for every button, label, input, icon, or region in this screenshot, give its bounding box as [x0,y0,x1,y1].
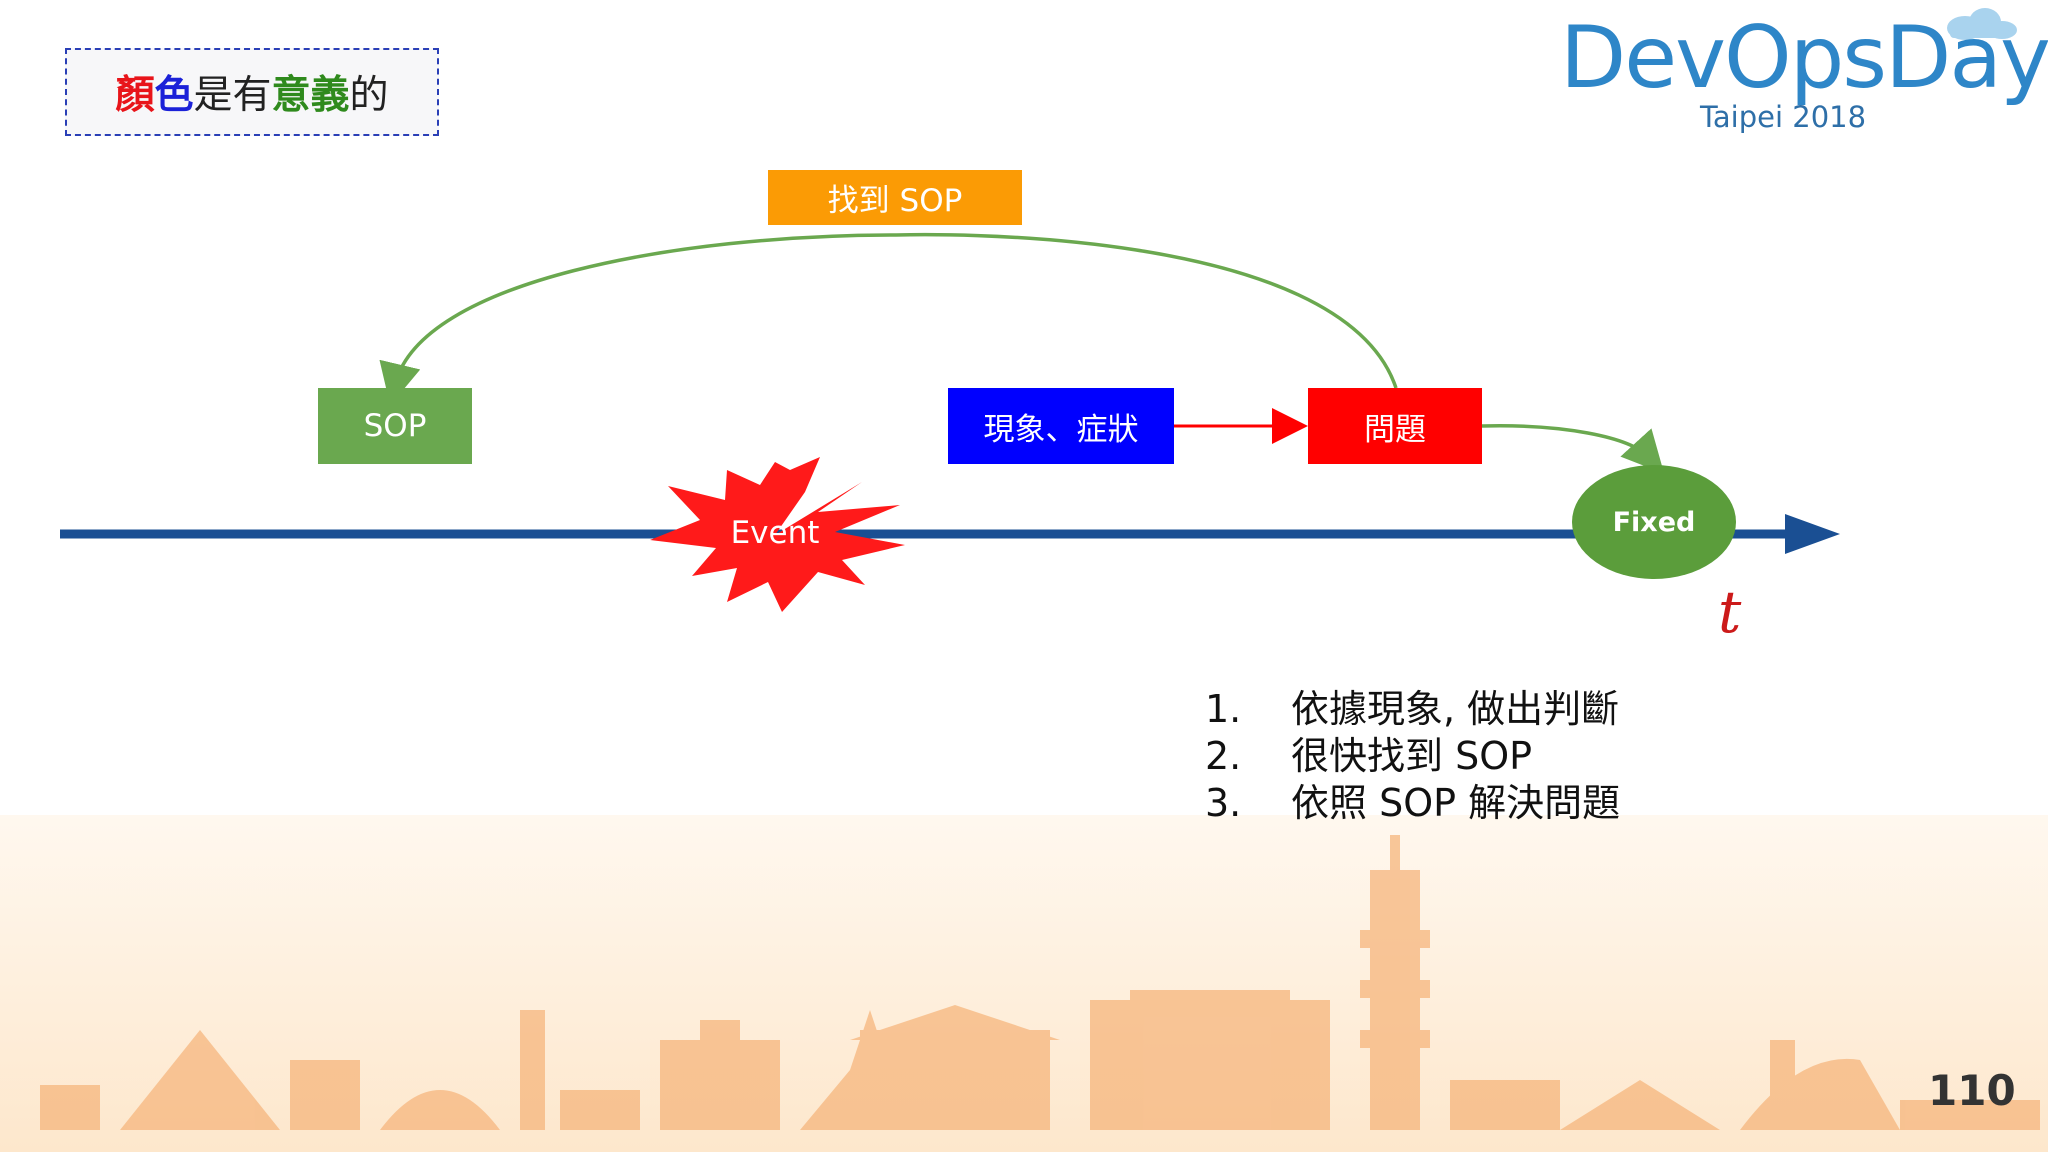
event-label: Event [730,515,820,551]
step-number: 3. [1205,781,1242,825]
time-axis-arrowhead [1785,514,1840,554]
found-sop-box: 找到 SOP [768,170,1022,225]
logo-title: DevOpsDays [1560,8,2048,108]
list-item: 2. 很快找到 SOP [1205,733,1620,780]
steps-list: 1. 依據現象, 做出判斷 2. 很快找到 SOP 3. 依照 SOP 解決問題 [1205,686,1620,827]
list-item: 1. 依據現象, 做出判斷 [1205,686,1620,733]
title-part-4: 意義 [271,73,350,118]
sop-box: SOP [318,388,472,464]
title-box: 顏 色 是有 意義 的 [65,48,439,136]
title-part-2: 色 [154,73,194,118]
problem-box: 問題 [1308,388,1482,464]
cloud-icon [1947,8,2017,40]
title-part-3: 是有 [193,73,272,118]
logo-subtitle: Taipei 2018 [1700,100,1867,134]
title-part-5: 的 [349,73,389,118]
event-starburst [650,457,905,612]
title-part-1: 顏 [115,73,155,118]
step-text: 依據現象, 做出判斷 [1291,687,1620,731]
fixed-label: Fixed [1612,507,1696,538]
list-item: 3. 依照 SOP 解決問題 [1205,780,1620,827]
arrow-problem-to-fixed [1481,424,1665,474]
step-text: 依照 SOP 解決問題 [1291,781,1621,825]
step-number: 2. [1205,734,1242,778]
page-number: 110 [1928,1066,2016,1115]
symptom-box: 現象、症狀 [948,388,1174,464]
time-axis-label: t [1718,578,1742,646]
skyline-illustration [40,835,2040,1130]
fixed-node [1572,465,1736,579]
arc-problem-to-sop [379,232,1398,406]
step-number: 1. [1205,687,1242,731]
step-text: 很快找到 SOP [1291,734,1533,778]
